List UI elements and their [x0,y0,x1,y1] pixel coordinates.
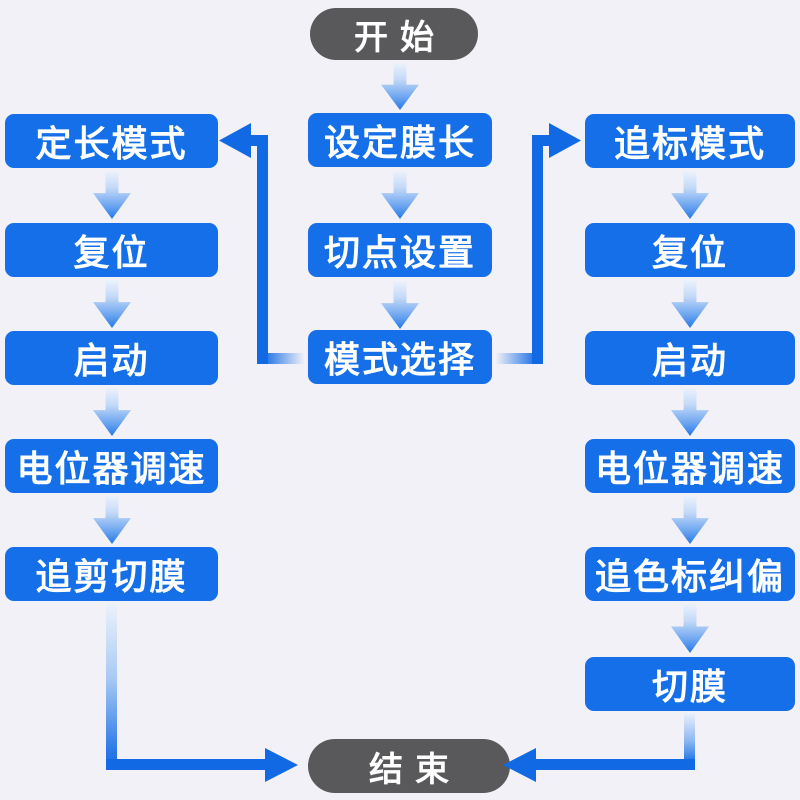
reset-node-right: 复位 [585,223,795,277]
arrow-left-icon [503,748,536,782]
arrow-down-icon [381,63,419,110]
arrow-down-icon [671,604,709,653]
start-node-right: 启动 [585,331,795,385]
arrow-down-icon [93,388,131,436]
connector-mode-to-fixed-length-vline [257,135,268,364]
arrow-down-icon [671,280,709,328]
arrow-down-icon [381,171,419,219]
color-mark-correction-node: 追色标纠偏 [585,547,795,601]
arrow-down-icon [671,496,709,544]
reset-node-left: 复位 [5,223,218,277]
arrow-down-icon [93,496,131,544]
connector-mode-to-chase-mark-hline [532,135,551,146]
connector-mode-to-fixed-length-stub [257,353,307,364]
connector-cut-film-to-end-hline [536,759,695,770]
arrow-left-icon [219,123,251,158]
cut-film-node: 切膜 [585,657,795,711]
arrow-down-icon [671,171,709,219]
set-film-length-node: 设定膜长 [308,113,492,167]
end-terminator: 结束 [308,739,510,793]
connector-chase-cut-to-end-hline [106,759,267,770]
start-node-left: 启动 [5,331,218,385]
arrow-down-icon [671,388,709,436]
arrow-down-icon [93,171,131,219]
arrow-down-icon [93,280,131,328]
start-terminator: 开始 [310,8,478,60]
mode-select-node: 模式选择 [308,330,492,384]
arrow-right-icon [549,123,581,158]
cut-point-setting-node: 切点设置 [308,223,492,277]
connector-mode-to-chase-mark-stub [493,353,543,364]
connector-mode-to-chase-mark-vline [532,135,543,364]
chase-mark-mode-node: 追标模式 [585,114,795,168]
connector-mode-to-fixed-length-hline [249,135,268,146]
chase-cut-film-node: 追剪切膜 [5,547,218,601]
potentiometer-speed-node-right: 电位器调速 [585,439,795,493]
fixed-length-mode-node: 定长模式 [5,114,218,168]
potentiometer-speed-node-left: 电位器调速 [5,439,218,493]
arrow-right-icon [265,748,298,782]
connector-chase-cut-to-end-vline [106,602,117,770]
arrow-down-icon [381,281,419,329]
connector-cut-film-to-end-vline [684,712,695,770]
